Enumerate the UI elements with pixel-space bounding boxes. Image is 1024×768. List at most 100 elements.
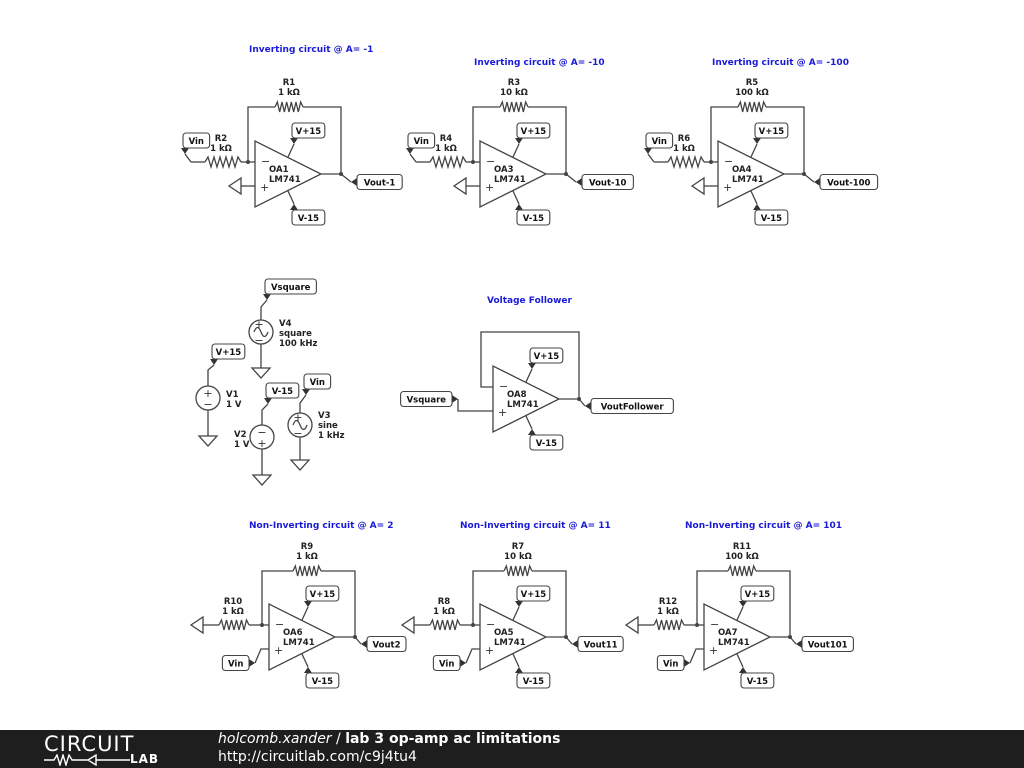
sine-wave-icon [292,419,308,431]
output-flag[interactable]: Vout2 [361,635,407,653]
vminus-flag[interactable]: V-15 [739,667,775,689]
ground-icon [289,459,311,471]
output-flag[interactable]: Vout11 [572,635,624,653]
net-flag-arrow-icon [739,601,747,607]
net-label: V-15 [536,439,557,449]
vplus-flag[interactable]: V+15 [290,122,326,144]
v1-value: 1 V [226,400,242,410]
polarity-top: + [254,318,263,331]
rf-name: R5 [746,78,759,88]
resistor-icon [429,618,461,631]
opamp-model: LM741 [494,638,526,648]
opamp-triangle-icon [479,602,548,672]
v4-net-flag[interactable]: Vsquare [263,278,317,300]
inverting-input-symbol: − [724,155,733,168]
ground-icon [189,615,204,635]
output-flag[interactable]: Vout-1 [351,173,403,191]
circuit-title: lab 3 op-amp ac limitations [345,731,561,747]
net-flag-arrow-icon [351,178,357,186]
rin-value: 1 kΩ [673,144,695,154]
net-label: Vin [228,660,243,670]
opamp-triangle-icon [492,364,561,434]
vplus-flag[interactable]: V+15 [528,347,564,369]
rf-name: R7 [512,542,525,552]
polarity-bottom: − [254,334,263,347]
vplus-flag[interactable]: V+15 [739,585,775,607]
vplus-flag[interactable]: V+15 [515,122,551,144]
rf-value: 10 kΩ [500,88,528,98]
vminus-flag[interactable]: V-15 [515,204,551,226]
net-flag-arrow-icon [460,659,466,667]
resistor-icon [737,100,767,113]
rg-value: 1 kΩ [657,607,679,617]
net-flag-arrow-icon [406,148,414,154]
rf-value: 100 kΩ [735,88,769,98]
input-flag[interactable]: Vin [406,132,436,154]
vplus-flag[interactable]: V+15 [753,122,789,144]
net-label: V-15 [761,214,782,224]
net-flag-arrow-icon [290,204,298,210]
rf-name: R1 [283,78,296,88]
output-flag[interactable]: Vout-100 [814,173,879,191]
output-flag[interactable]: Vout101 [796,635,854,653]
opamp-name: OA5 [494,628,514,638]
opamp-model: LM741 [283,638,315,648]
net-label: V+15 [521,127,547,137]
rin-name: R6 [678,134,691,144]
circuit-title: Inverting circuit @ A= -100 [712,58,849,68]
opamp-triangle-icon [254,139,323,209]
input-flag[interactable]: Vin [644,132,674,154]
output-flag[interactable]: VoutFollower [585,397,674,415]
opamp-name: OA1 [269,165,289,175]
resistor-icon [653,618,685,631]
inverting-input-symbol: − [486,155,495,168]
rg-name: R12 [659,597,677,607]
inverting-input-symbol: − [261,155,270,168]
v3-net-flag[interactable]: Vin [302,373,332,395]
input-flag[interactable]: Vsquare [400,390,458,408]
input-flag[interactable]: Vin [181,132,211,154]
v1-net-flag[interactable]: V+15 [210,343,246,365]
vplus-flag[interactable]: V+15 [515,585,551,607]
opamp-triangle-icon [268,602,337,672]
author-link[interactable]: holcomb.xander [218,731,332,747]
vminus-flag[interactable]: V-15 [753,204,789,226]
circuitlab-logo[interactable]: CIRCUIT LAB [44,732,174,766]
noninverting-input-symbol: + [709,644,718,657]
vminus-flag[interactable]: V-15 [515,667,551,689]
circuit-title: Voltage Follower [487,296,573,306]
opamp-name: OA6 [283,628,303,638]
circuit-url[interactable]: http://circuitlab.com/c9j4tu4 [218,749,417,765]
rg-value: 1 kΩ [433,607,455,617]
net-label: V+15 [296,127,322,137]
ground-icon [400,615,415,635]
rg-name: R10 [224,597,242,607]
polarity-bottom: − [203,398,212,411]
net-flag-arrow-icon [572,640,578,648]
net-label: Vin [439,660,454,670]
output-flag[interactable]: Vout-10 [576,173,634,191]
vplus-flag[interactable]: V+15 [304,585,340,607]
opamp-model: LM741 [732,175,764,185]
vminus-flag[interactable]: V-15 [528,429,564,451]
v2-net-flag[interactable]: V-15 [264,382,300,404]
circuit-title: Inverting circuit @ A= -1 [249,45,373,55]
input-flag[interactable]: Vin [656,654,690,672]
vminus-flag[interactable]: V-15 [290,204,326,226]
input-flag[interactable]: Vin [432,654,466,672]
net-label: Vout-1 [364,179,396,189]
vminus-flag[interactable]: V-15 [304,667,340,689]
logo-waveform-icon [44,754,130,766]
ground-icon [452,176,467,196]
opamp-name: OA4 [732,165,752,175]
opamp-model: LM741 [269,175,301,185]
resistor-icon [727,564,757,577]
input-flag[interactable]: Vin [221,654,255,672]
net-flag-arrow-icon [753,204,761,210]
noninverting-amplifier-non2: Non-Inverting circuit @ A= 2−+OA6LM741R1… [189,521,407,689]
ground-icon [197,435,219,447]
noninverting-amplifier-non11: Non-Inverting circuit @ A= 11−+OA5LM741R… [400,521,624,689]
net-label: V+15 [310,590,336,600]
